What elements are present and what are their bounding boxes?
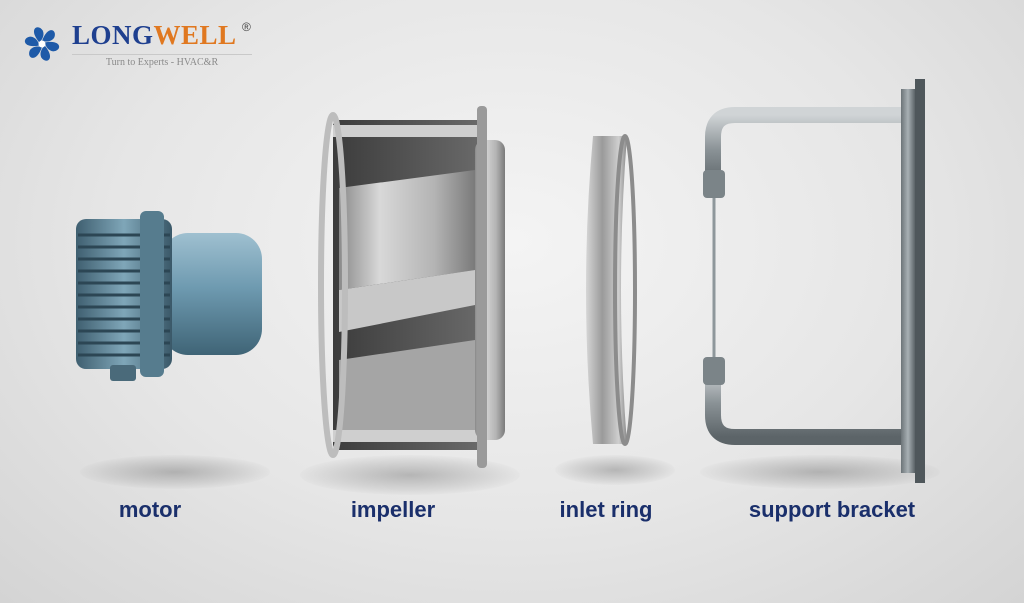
label-impeller: impeller xyxy=(350,497,436,522)
support-bracket-illustration xyxy=(703,79,925,483)
brand-name: LONGWELL xyxy=(72,20,237,51)
brand-name-part1: LONG xyxy=(72,20,154,50)
motor-shadow xyxy=(80,455,270,489)
brand-tagline: Turn to Experts - HVAC&R xyxy=(72,54,252,68)
inlet-ring-illustration xyxy=(586,134,637,446)
brand-name-part2: WELL xyxy=(153,20,237,50)
longwell-logo: LONGWELL ® Turn to Experts - HVAC&R xyxy=(20,18,260,74)
impeller-illustration xyxy=(318,106,505,468)
fan-logo-icon xyxy=(24,27,60,61)
inlet-ring-shadow xyxy=(555,455,675,485)
motor-illustration xyxy=(76,211,262,381)
label-motor: motor xyxy=(118,497,182,522)
label-support-bracket: support bracket xyxy=(748,497,916,522)
label-inlet-ring: inlet ring xyxy=(559,497,653,522)
support-bracket-shadow xyxy=(700,455,940,489)
registered-mark: ® xyxy=(242,20,251,34)
